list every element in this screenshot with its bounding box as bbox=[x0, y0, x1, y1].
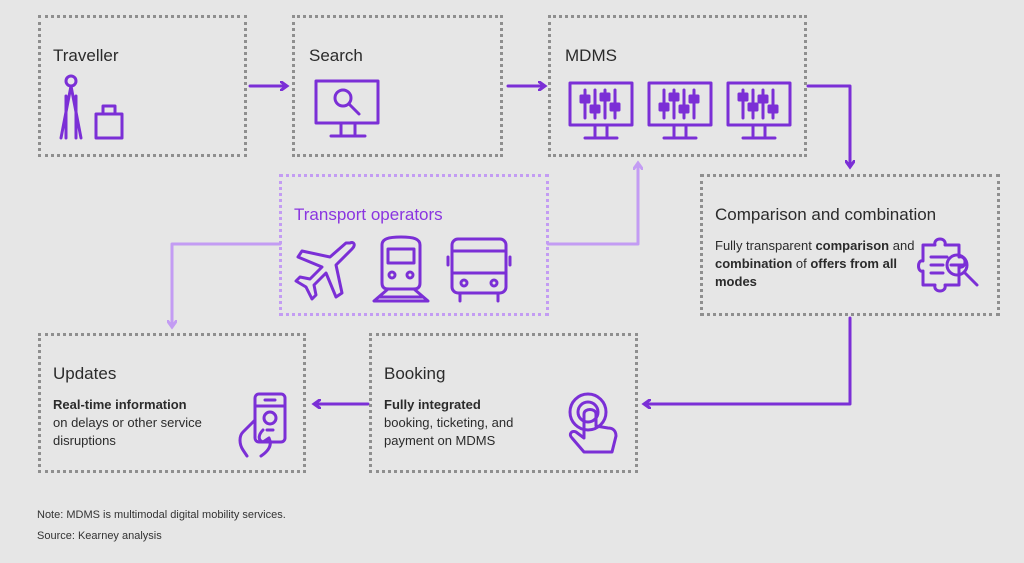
monitor-sliders-icon bbox=[726, 81, 792, 140]
transport-operators-title: Transport operators bbox=[294, 205, 443, 224]
updates-description: Real-time information on delays or other… bbox=[53, 397, 202, 448]
arrow-transport-to-updates bbox=[172, 242, 282, 326]
monitor-search-icon bbox=[314, 79, 380, 138]
search-title: Search bbox=[309, 46, 363, 65]
luggage-icon bbox=[94, 104, 124, 140]
tap-hand-icon bbox=[568, 392, 618, 454]
updates-title: Updates bbox=[53, 364, 117, 383]
search-box: Search bbox=[292, 15, 503, 157]
bus-icon bbox=[446, 237, 512, 303]
traveller-box: Traveller bbox=[38, 15, 247, 157]
booking-box: Booking Fully integrated booking, ticket… bbox=[369, 333, 638, 473]
comparison-title: Comparison and combination bbox=[715, 205, 937, 224]
comparison-box: Comparison and combination Fully transpa… bbox=[700, 174, 1000, 316]
monitor-sliders-icon bbox=[647, 81, 713, 140]
mdms-title: MDMS bbox=[565, 46, 617, 65]
monitor-sliders-icon bbox=[568, 81, 634, 140]
arrow-mdms-to-comparison bbox=[806, 84, 850, 166]
booking-title: Booking bbox=[384, 364, 446, 383]
traveller-title: Traveller bbox=[53, 46, 119, 65]
note-text: Note: MDMS is multimodal digital mobilit… bbox=[37, 509, 286, 521]
train-icon bbox=[372, 235, 430, 303]
phone-hand-icon bbox=[238, 392, 287, 458]
mdms-box: MDMS bbox=[548, 15, 807, 157]
arrow-transport-to-mdms bbox=[546, 164, 638, 246]
booking-description: Fully integrated booking, ticketing, and… bbox=[384, 397, 514, 448]
transport-operators-box: Transport operators bbox=[279, 174, 549, 316]
plane-icon bbox=[294, 241, 356, 301]
arrow-comparison-to-booking bbox=[645, 316, 852, 404]
puzzle-magnifier-icon bbox=[917, 237, 979, 293]
updates-box: Updates Real-time information on delays … bbox=[38, 333, 306, 473]
traveller-icon bbox=[59, 74, 83, 140]
comparison-description: Fully transparent comparison and combina… bbox=[715, 238, 915, 289]
source-text: Source: Kearney analysis bbox=[37, 530, 162, 542]
